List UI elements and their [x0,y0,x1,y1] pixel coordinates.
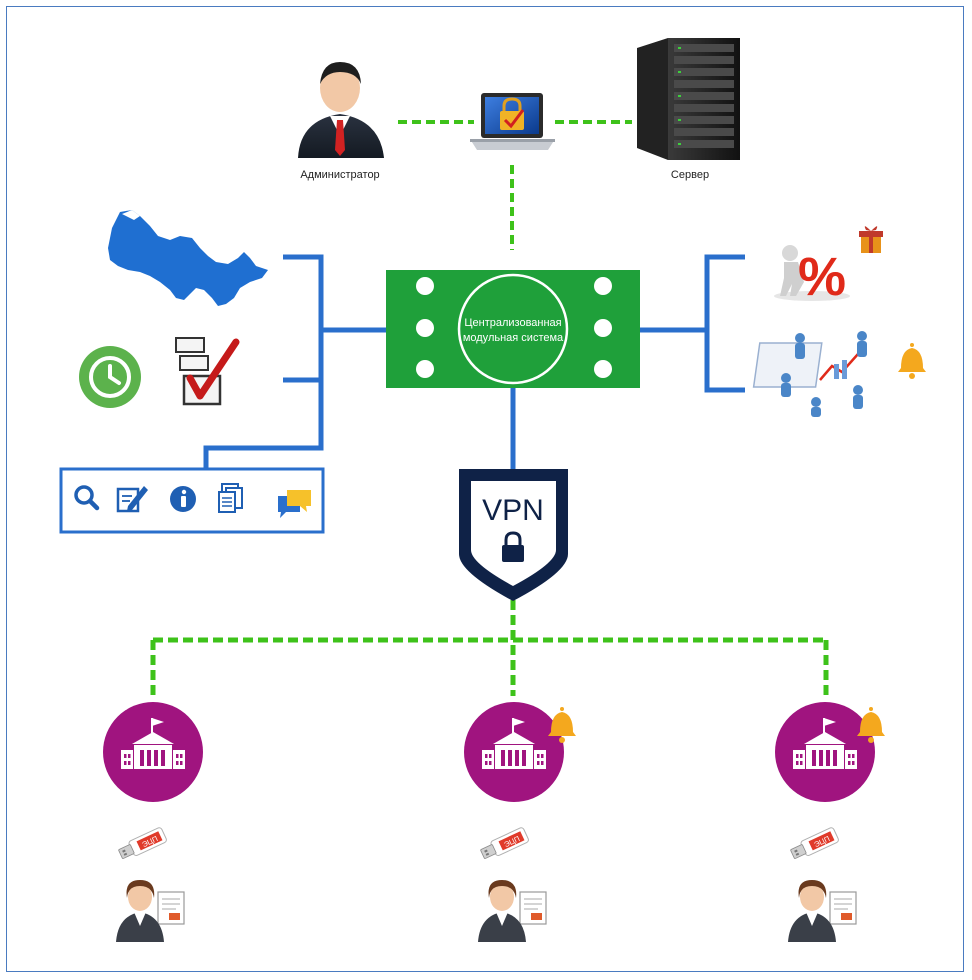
user-with-document-icon [478,880,547,942]
digital-signature-token-icon: ЭЦП [788,826,840,863]
discount-percent-icon: % [774,245,850,307]
vpn-label: VPN [482,494,544,527]
documents-icon[interactable] [218,483,243,513]
notification-bell-icon [857,707,885,743]
government-building-icon [775,702,875,802]
lock-icon [502,531,524,562]
digital-signature-token-icon: ЭЦП [116,826,168,863]
info-icon[interactable] [170,486,196,512]
administrator-label: Администратор [300,169,379,181]
left-bracket-connector [203,254,386,470]
vpn-institutions-links [150,600,829,696]
government-building-icon [103,702,203,802]
notification-bell-icon [898,343,926,379]
diagram-frame [6,6,964,972]
user-with-document-icon [788,880,857,942]
government-building-icon [464,702,564,802]
uzbekistan-map-icon [108,210,268,306]
digital-signature-token-icon: ЭЦП [478,826,530,863]
central-system-label-line2: модульная система [463,332,564,344]
chat-icon[interactable] [278,490,311,518]
server-label: Сервер [671,169,709,181]
svg-text:%: % [798,247,846,307]
gift-icon [859,226,883,253]
toolbar-panel [59,467,325,534]
search-icon[interactable] [74,485,100,511]
central-system-node: Централизованная модульная система [386,270,640,388]
user-with-document-icon [116,880,185,942]
laptop-node [470,93,555,150]
institution-node-1: ЭЦП [103,702,203,942]
institution-node-3: ЭЦП [775,702,885,942]
central-system-label-line1: Централизованная [464,317,561,329]
analytics-team-icon [752,331,867,417]
vpn-shield: VPN [459,469,568,601]
secure-laptop-icon [470,93,555,150]
server-node: Сервер [637,38,740,181]
notification-bell-icon [548,707,576,743]
administrator-avatar-icon [298,62,384,158]
right-bracket-connector [640,254,745,393]
institution-node-2: ЭЦП [464,702,576,942]
checklist-icon [175,337,240,406]
edit-icon[interactable] [116,486,148,513]
clock-icon [79,346,141,408]
server-rack-icon [637,38,740,160]
administrator-node: Администратор [298,62,384,181]
